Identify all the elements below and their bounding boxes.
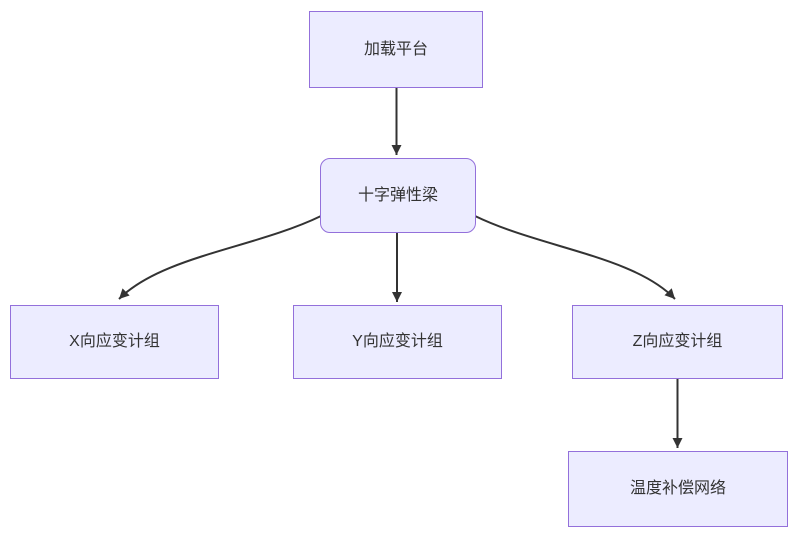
- node-label: Z向应变计组: [632, 333, 723, 351]
- node-temp-compensation-network: 温度补偿网络: [568, 451, 788, 527]
- node-label: X向应变计组: [69, 333, 160, 351]
- node-x-strain-group: X向应变计组: [10, 305, 219, 379]
- node-cross-beam: 十字弹性梁: [320, 158, 476, 233]
- node-y-strain-group: Y向应变计组: [293, 305, 502, 379]
- node-label: 温度补偿网络: [629, 480, 726, 498]
- node-label: 加载平台: [363, 40, 428, 58]
- node-load-platform: 加载平台: [309, 11, 483, 88]
- edge-cross-beam-to-x-strain: [118, 215, 322, 300]
- node-label: Y向应变计组: [352, 333, 443, 351]
- node-z-strain-group: Z向应变计组: [572, 305, 783, 379]
- node-label: 十字弹性梁: [357, 186, 438, 204]
- edge-cross-beam-to-z-strain: [474, 215, 676, 300]
